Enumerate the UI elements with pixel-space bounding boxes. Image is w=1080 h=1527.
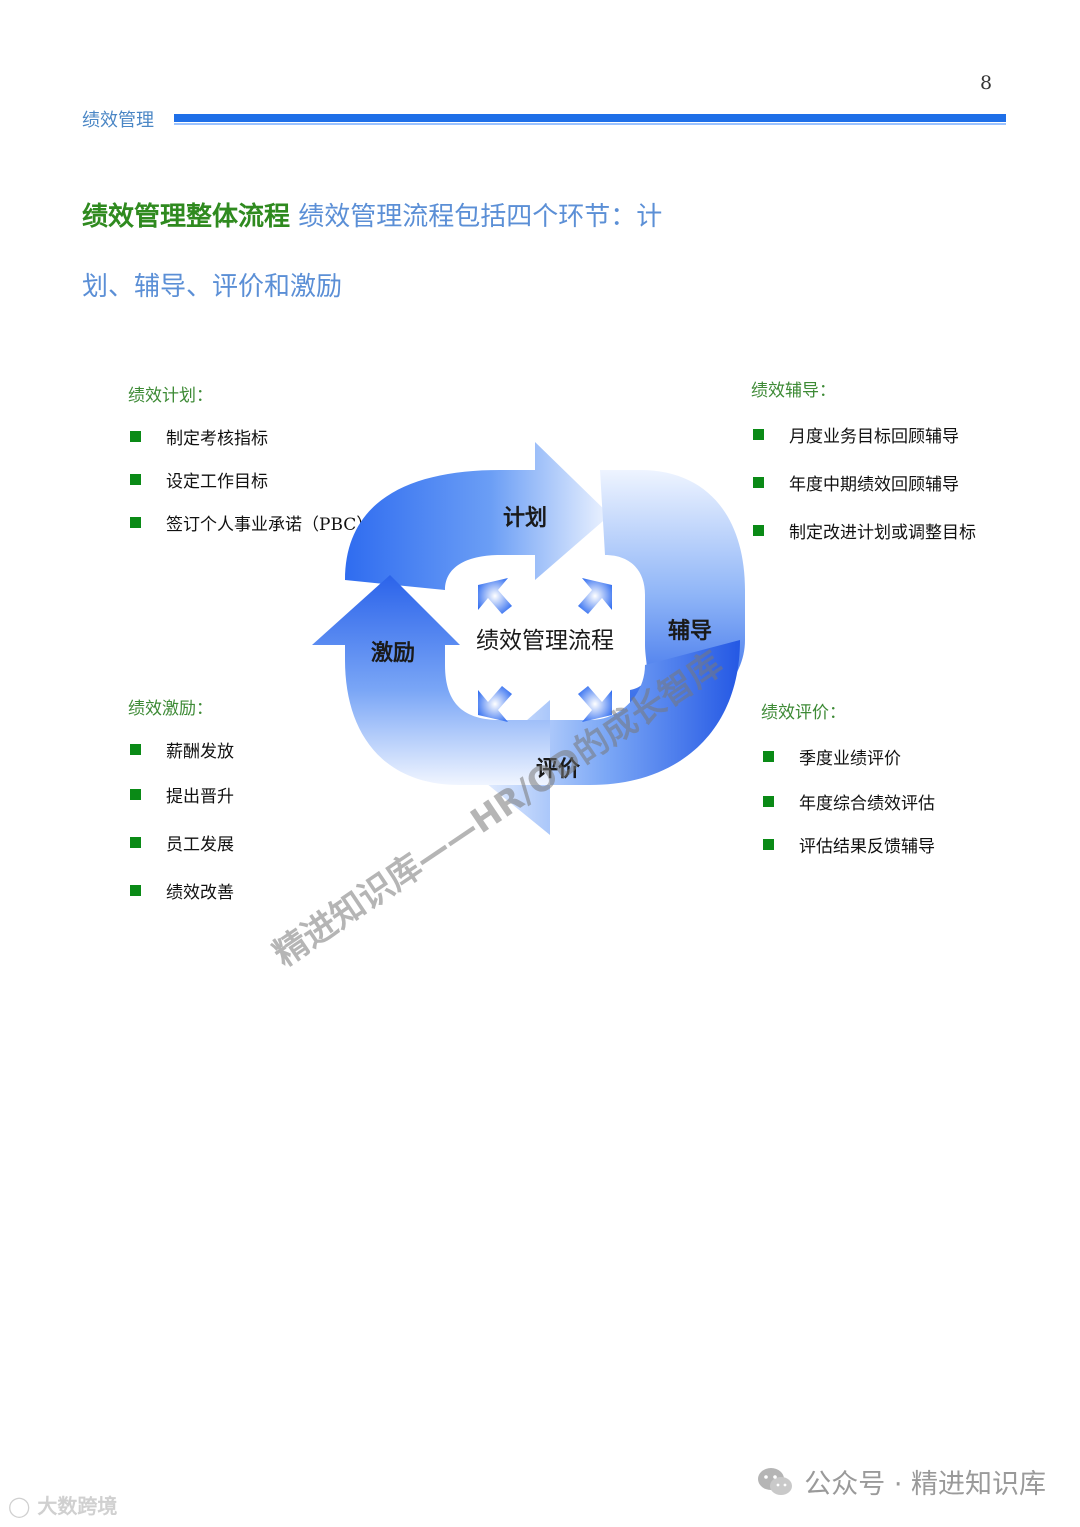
bullet-square-icon xyxy=(753,525,764,536)
bullet-square-icon xyxy=(130,517,141,528)
logo-icon: ◯ xyxy=(8,1494,31,1518)
stage-coach-label: 辅导 xyxy=(668,618,712,644)
small-arrow-down-right-icon xyxy=(578,686,612,722)
bullet-square-icon xyxy=(130,837,141,848)
small-arrow-down-left-icon xyxy=(478,686,512,722)
logo-text: 大数跨境 xyxy=(37,1494,118,1518)
evaluate-item: 评估结果反馈辅导 xyxy=(763,832,935,857)
footer-logo: ◯ 大数跨境 xyxy=(8,1490,117,1519)
incentive-item: 提出晋升 xyxy=(130,782,234,807)
bullet-square-icon xyxy=(763,751,774,762)
coach-item: 月度业务目标回顾辅导 xyxy=(753,422,959,447)
bullet-square-icon xyxy=(130,744,141,755)
coach-box-title: 绩效辅导： xyxy=(751,381,836,401)
header-rule-thin xyxy=(174,123,1006,125)
page-title: 绩效管理整体流程 绩效管理流程包括四个环节：计 xyxy=(82,202,662,233)
evaluate-arrow xyxy=(470,640,740,835)
coach-item: 年度中期绩效回顾辅导 xyxy=(753,470,959,495)
incentive-item: 员工发展 xyxy=(130,830,234,855)
plan-item: 制定考核指标 xyxy=(130,424,268,449)
bullet-square-icon xyxy=(763,839,774,850)
bullet-square-icon xyxy=(753,477,764,488)
section-label: 绩效管理 xyxy=(82,110,154,131)
wechat-account-text: 公众号 · 精进知识库 xyxy=(804,1469,1046,1500)
process-cycle-diagram: 计划 辅导 评价 激励 绩效管理流程 xyxy=(312,442,745,835)
title-text-line2: 划、辅导、评价和激励 xyxy=(82,272,343,302)
bullet-square-icon xyxy=(130,474,141,485)
small-arrow-up-right-icon xyxy=(578,578,612,614)
stage-plan-label: 计划 xyxy=(503,505,547,531)
stage-incentive-label: 激励 xyxy=(371,640,415,666)
evaluate-item: 季度业绩评价 xyxy=(763,744,901,769)
evaluate-item: 年度综合绩效评估 xyxy=(763,789,935,814)
stage-evaluate-label: 评价 xyxy=(536,756,581,782)
wechat-icon xyxy=(758,1467,793,1495)
bullet-square-icon xyxy=(753,429,764,440)
footer-wechat: 公众号 · 精进知识库 xyxy=(756,1462,1046,1501)
title-text-line1: 绩效管理流程包括四个环节：计 xyxy=(298,202,663,232)
evaluate-box-title: 绩效评价： xyxy=(761,703,846,723)
coach-item: 制定改进计划或调整目标 xyxy=(753,518,976,543)
plan-box-title: 绩效计划： xyxy=(128,386,213,406)
incentive-arrow xyxy=(312,575,550,785)
plan-item: 设定工作目标 xyxy=(130,467,268,492)
header-rule xyxy=(174,114,1006,122)
incentive-box-title: 绩效激励： xyxy=(128,699,213,719)
small-arrow-up-left-icon xyxy=(478,578,512,614)
page-number: 8 xyxy=(980,72,993,94)
incentive-item: 薪酬发放 xyxy=(130,737,234,762)
bullet-square-icon xyxy=(130,789,141,800)
plan-item: 签订个人事业承诺（PBC） xyxy=(130,510,373,535)
bullet-square-icon xyxy=(130,885,141,896)
bullet-square-icon xyxy=(763,796,774,807)
center-label: 绩效管理流程 xyxy=(476,628,614,654)
bullet-square-icon xyxy=(130,431,141,442)
title-highlight: 绩效管理整体流程 xyxy=(82,202,291,232)
incentive-item: 绩效改善 xyxy=(130,878,234,903)
plan-arrow xyxy=(345,442,610,590)
